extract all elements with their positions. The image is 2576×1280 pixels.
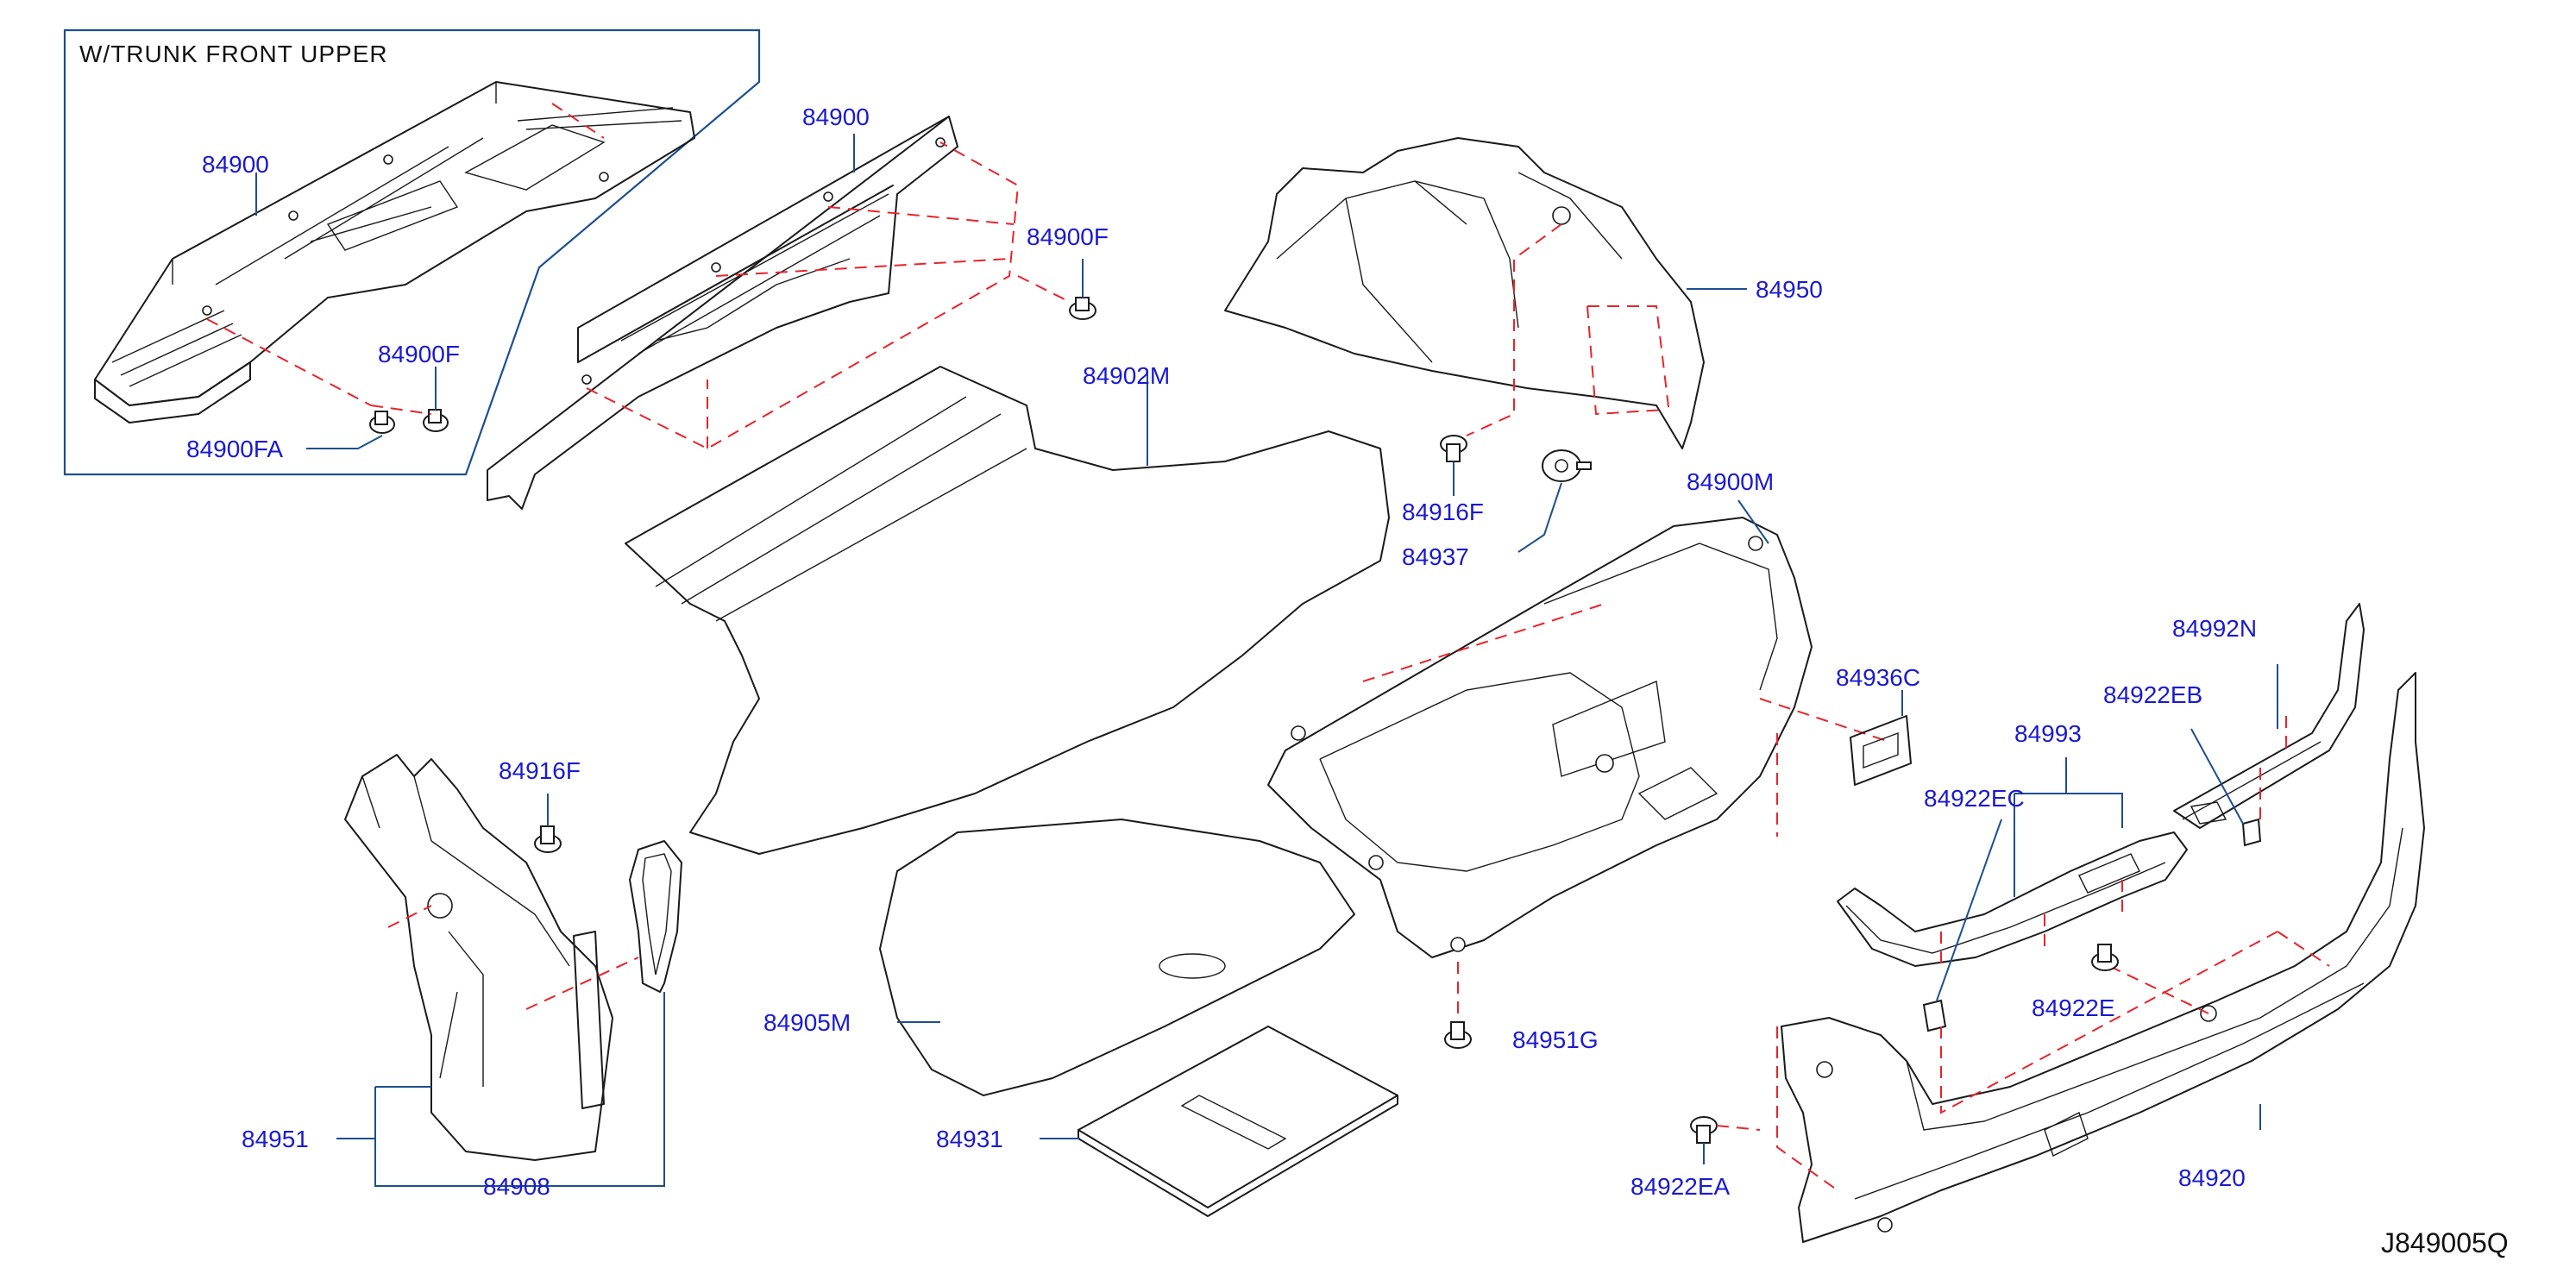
label-84900f-inset[interactable]: 84900F <box>378 341 460 367</box>
panel-84900[interactable] <box>487 116 958 510</box>
label-84931[interactable]: 84931 <box>936 1126 1003 1152</box>
clip-84922ec[interactable] <box>1922 999 1947 1032</box>
clip-84922eb[interactable] <box>2241 818 2262 847</box>
label-84900m[interactable]: 84900M <box>1687 468 1774 495</box>
inset-fastener-84900fa[interactable] <box>369 411 395 434</box>
label-84992n[interactable]: 84992N <box>2172 615 2257 642</box>
inset-84900fa-leader <box>306 435 383 449</box>
trim-84950[interactable] <box>1224 137 1705 449</box>
grommet-84937[interactable] <box>1542 449 1592 482</box>
fastener-84916f-left[interactable] <box>534 825 562 853</box>
finisher-84920[interactable] <box>1781 672 2425 1243</box>
trunk-lid-finisher-84900m[interactable] <box>1267 517 1813 958</box>
trim-84993[interactable] <box>1837 831 2188 967</box>
clip-84922ec-leader <box>1936 819 2002 1001</box>
inset-group: W/TRUNK FRONT UPPER 84900 84900F <box>63 28 761 476</box>
inset-fastener-84900f[interactable] <box>423 409 449 432</box>
board-84931[interactable] <box>1078 1026 1398 1217</box>
inset-frame <box>63 28 761 476</box>
clip-84936c[interactable] <box>1850 715 1912 786</box>
side-trim-84951[interactable] <box>344 754 613 1161</box>
label-84922ea[interactable]: 84922EA <box>1630 1173 1731 1200</box>
fastener-84922ea[interactable] <box>1690 1116 1718 1144</box>
bracket-84951-84908 <box>374 992 665 1187</box>
seal-84908[interactable] <box>629 840 682 993</box>
bracket-84993 <box>2014 757 2123 897</box>
label-84950[interactable]: 84950 <box>1756 276 1823 303</box>
clip-84922eb-leader <box>2190 728 2244 825</box>
mat-84905m[interactable] <box>879 819 1355 1096</box>
label-84900[interactable]: 84900 <box>802 104 870 130</box>
fastener-84951g[interactable] <box>1444 1021 1472 1049</box>
label-84922ec[interactable]: 84922EC <box>1924 785 2025 812</box>
label-84936c[interactable]: 84936C <box>1836 664 1920 691</box>
floor-mat-84902m[interactable] <box>625 366 1390 855</box>
label-84922eb[interactable]: 84922EB <box>2103 681 2202 708</box>
label-84951[interactable]: 84951 <box>242 1126 309 1152</box>
label-84922e[interactable]: 84922E <box>2032 995 2115 1021</box>
label-84916f-left[interactable]: 84916F <box>499 757 581 784</box>
fastener-84916f-top[interactable] <box>1440 435 1467 462</box>
label-84951g[interactable]: 84951G <box>1512 1026 1599 1053</box>
label-84937[interactable]: 84937 <box>1402 543 1469 570</box>
diagram-code: J849005Q <box>2381 1227 2509 1258</box>
label-84900-inset[interactable]: 84900 <box>202 151 269 178</box>
label-84902m[interactable]: 84902M <box>1083 362 1170 389</box>
inset-title: W/TRUNK FRONT UPPER <box>79 41 388 67</box>
label-84905m[interactable]: 84905M <box>763 1009 851 1036</box>
finisher-leader <box>1737 499 1769 544</box>
label-84916f-top[interactable]: 84916F <box>1402 499 1484 525</box>
label-84908[interactable]: 84908 <box>483 1173 550 1200</box>
label-84900fa[interactable]: 84900FA <box>186 436 283 462</box>
fastener-84922e[interactable] <box>2091 944 2119 971</box>
grommet-84937-leader <box>1517 482 1562 553</box>
fastener-84900f[interactable] <box>1069 297 1096 320</box>
trim-84992n[interactable] <box>2173 603 2365 829</box>
inset-panel-84900[interactable] <box>94 81 695 424</box>
label-84900f[interactable]: 84900F <box>1027 223 1109 250</box>
label-84993[interactable]: 84993 <box>2014 720 2082 747</box>
label-84920[interactable]: 84920 <box>2178 1164 2246 1191</box>
